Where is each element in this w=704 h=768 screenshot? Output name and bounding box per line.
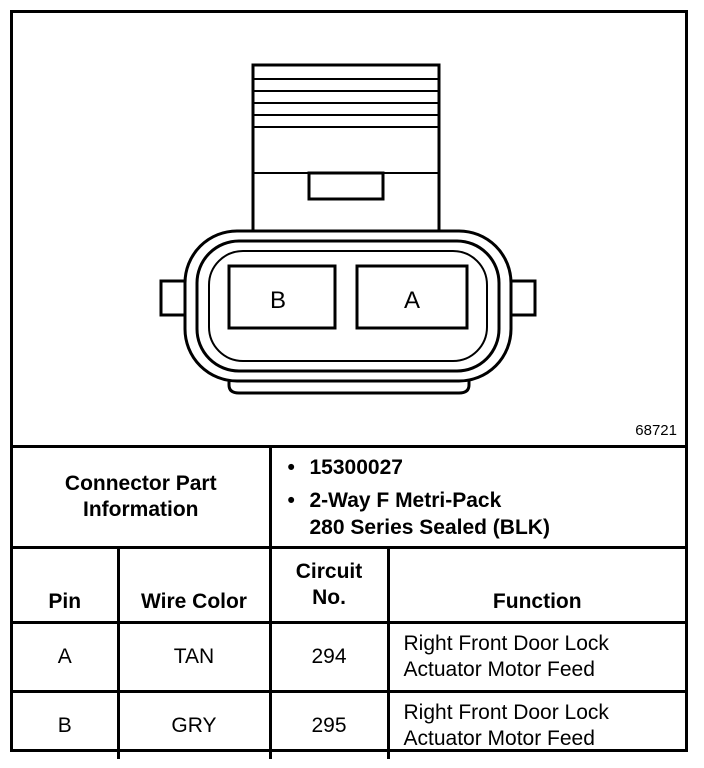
description-line1: 2-Way F Metri-Pack: [309, 488, 502, 512]
table-row: A TAN 294 Right Front Door Lock Actuator…: [13, 621, 686, 693]
table-header-row: Pin Wire Color Circuit No. Function: [13, 546, 686, 624]
header-circuit-line2: No.: [312, 586, 346, 609]
description-item: • 2-Way F Metri-Pack: [288, 487, 686, 514]
connector-sheet: B A 68721 Connector Part Information • 1…: [10, 10, 688, 759]
connector-info-label-line1: Connector Part: [64, 472, 217, 495]
connector-face: [208, 250, 488, 362]
connector-diagram: B A 68721: [13, 13, 685, 448]
connector-info-label: Connector Part Information: [13, 448, 272, 549]
function-line1: Right Front Door Lock: [403, 701, 609, 724]
connector-drawing: B A: [159, 63, 537, 395]
function-cell: Right Front Door Lock Actuator Motor Fee…: [386, 621, 686, 693]
connector-seal: [195, 239, 501, 373]
function-line2: Actuator Motor Feed: [403, 658, 595, 681]
header-circuit: Circuit No.: [268, 546, 390, 624]
wire-color-cell: TAN: [116, 621, 272, 693]
connector-info-label-line2: Information: [83, 498, 199, 521]
connector-info-details: • 15300027 • 2-Way F Metri-Pack 280 Seri…: [268, 448, 686, 549]
circuit-cell: 295: [268, 690, 390, 759]
bullet-icon: •: [287, 488, 295, 512]
latch-tab: [307, 171, 385, 201]
wire-color-cell: GRY: [116, 690, 272, 759]
function-cell: Right Front Door Lock Actuator Motor Fee…: [386, 690, 686, 759]
cavity-a: [355, 264, 469, 330]
header-pin: Pin: [13, 546, 120, 624]
connector-info-row: Connector Part Information • 15300027 • …: [13, 448, 686, 549]
pin-cell: A: [13, 621, 120, 693]
circuit-cell: 294: [268, 621, 390, 693]
cavity-a-label: A: [404, 287, 420, 314]
header-circuit-line1: Circuit: [295, 560, 363, 583]
table-row: B GRY 295 Right Front Door Lock Actuator…: [13, 690, 686, 759]
connector-table: Connector Part Information • 15300027 • …: [13, 448, 686, 759]
connector-body: [183, 229, 513, 383]
bullet-icon: •: [287, 455, 295, 479]
part-number: 15300027: [309, 455, 403, 479]
description-item-cont: 280 Series Sealed (BLK): [310, 514, 686, 541]
pin-cell: B: [13, 690, 120, 759]
part-number-item: • 15300027: [288, 454, 686, 481]
header-function: Function: [386, 546, 686, 624]
function-line1: Right Front Door Lock: [403, 632, 609, 655]
figure-number: 68721: [635, 422, 677, 439]
header-wire-color: Wire Color: [116, 546, 272, 624]
description-line2: 280 Series Sealed (BLK): [309, 515, 550, 539]
cavity-b: [227, 264, 337, 330]
function-line2: Actuator Motor Feed: [403, 727, 595, 750]
cavity-b-label: B: [270, 287, 286, 314]
